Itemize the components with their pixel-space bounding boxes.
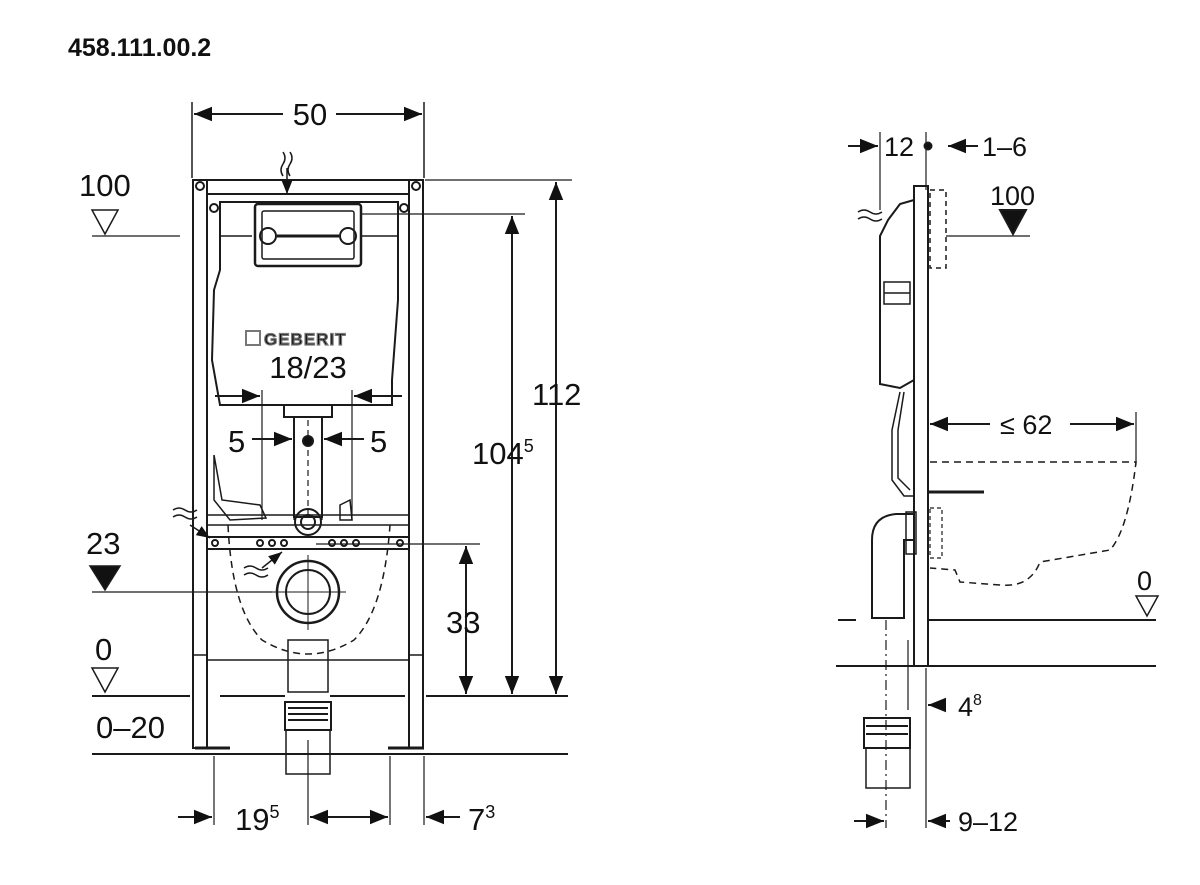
offset-left-label: 5 — [228, 424, 245, 459]
rail-hole — [280, 539, 288, 547]
frame-bolt — [209, 203, 219, 213]
level-floor-label: 0 — [95, 632, 112, 667]
front-view-labels: 50 100 23 0 0–20 18/23 5 5 112 1045 33 1… — [79, 97, 581, 837]
drawing-title: 458.111.00.2 — [68, 34, 212, 62]
drain-pipe — [287, 639, 329, 693]
level-marker-floor — [1134, 595, 1160, 618]
water-supply-symbol — [857, 209, 883, 222]
frame-leg-right — [408, 654, 424, 749]
drain-arrow — [261, 551, 283, 569]
level-top-label: 100 — [79, 168, 131, 203]
dim-bottom-left-label: 195 — [235, 802, 280, 837]
width-label: 50 — [293, 97, 327, 132]
mounting-rail-upper — [206, 514, 410, 526]
level-connect-label: 23 — [86, 526, 120, 561]
geberit-logo: GEBERIT — [245, 329, 347, 350]
floor-range-label: 0–20 — [96, 710, 165, 745]
level-marker-filled — [88, 565, 122, 592]
bowl-side-outline — [929, 461, 1137, 587]
bowl-projection-label: ≤ 62 — [1000, 410, 1052, 440]
bowl-connector — [929, 507, 943, 559]
brand-label: GEBERIT — [264, 330, 347, 349]
frame-leg-left — [192, 654, 208, 749]
drain-symbol — [243, 565, 269, 578]
wall-gap-label: 1–6 — [982, 132, 1027, 162]
side-view — [836, 132, 1160, 829]
drain-pipe-lower — [865, 747, 911, 789]
cistern-side — [879, 199, 915, 390]
actuator-button-left — [259, 227, 277, 245]
frame-bolt — [195, 181, 205, 191]
bracket-right — [339, 498, 353, 521]
flush-pipe-label: 18/23 — [269, 350, 347, 385]
drain-socket — [905, 511, 917, 555]
depth-top-label: 12 — [884, 132, 914, 162]
drain-bend-side — [871, 513, 914, 619]
water-supply-symbol — [280, 151, 293, 177]
front-view — [88, 102, 572, 825]
water-supply-bracket — [213, 454, 268, 521]
dim-bottom-right-label: 73 — [468, 802, 495, 837]
actuator-plate-inner — [261, 210, 355, 260]
frame-right-upright — [408, 179, 424, 749]
rail-hole — [256, 539, 264, 547]
side-level-top-label: 100 — [990, 181, 1035, 211]
rail-hole — [211, 539, 219, 547]
water-supply-symbol — [172, 507, 198, 520]
mounting-rail — [206, 536, 410, 550]
rail-hole — [328, 539, 336, 547]
level-marker-open — [90, 209, 120, 236]
rail-hole — [396, 539, 404, 547]
depth-bottom-label: 9–12 — [958, 807, 1018, 837]
drain-bend-socket — [284, 701, 332, 731]
rail-hole — [340, 539, 348, 547]
frame-left-upright — [192, 179, 208, 749]
level-marker-filled — [998, 209, 1028, 237]
actuator-plate — [253, 202, 363, 268]
height-actuator-label: 1045 — [472, 436, 534, 471]
water-arrow — [189, 524, 211, 539]
height-drain-label: 33 — [446, 605, 480, 640]
rail-hole — [268, 539, 276, 547]
bowl-outline — [227, 524, 391, 655]
drain-offset-label: 48 — [958, 692, 982, 722]
side-view-labels: 12 1–6 100 ≤ 62 0 48 9–12 — [884, 132, 1152, 837]
dimension-dot — [923, 141, 933, 151]
actuator-side-dashed — [929, 189, 947, 269]
flush-pipe-outlet — [294, 508, 322, 536]
level-marker-floor — [90, 667, 120, 694]
flush-pipe-side — [891, 391, 914, 497]
flush-pipe-center-mark — [302, 435, 314, 447]
side-level-floor-label: 0 — [1137, 566, 1152, 596]
height-total-label: 112 — [532, 377, 581, 412]
rail-hole — [352, 539, 360, 547]
frame-bolt — [399, 203, 409, 213]
flush-pipe-collar — [283, 404, 333, 418]
actuator-button-right — [339, 227, 357, 245]
frame-bolt — [411, 181, 421, 191]
frame-side-upright — [913, 185, 929, 667]
offset-right-label: 5 — [370, 424, 387, 459]
